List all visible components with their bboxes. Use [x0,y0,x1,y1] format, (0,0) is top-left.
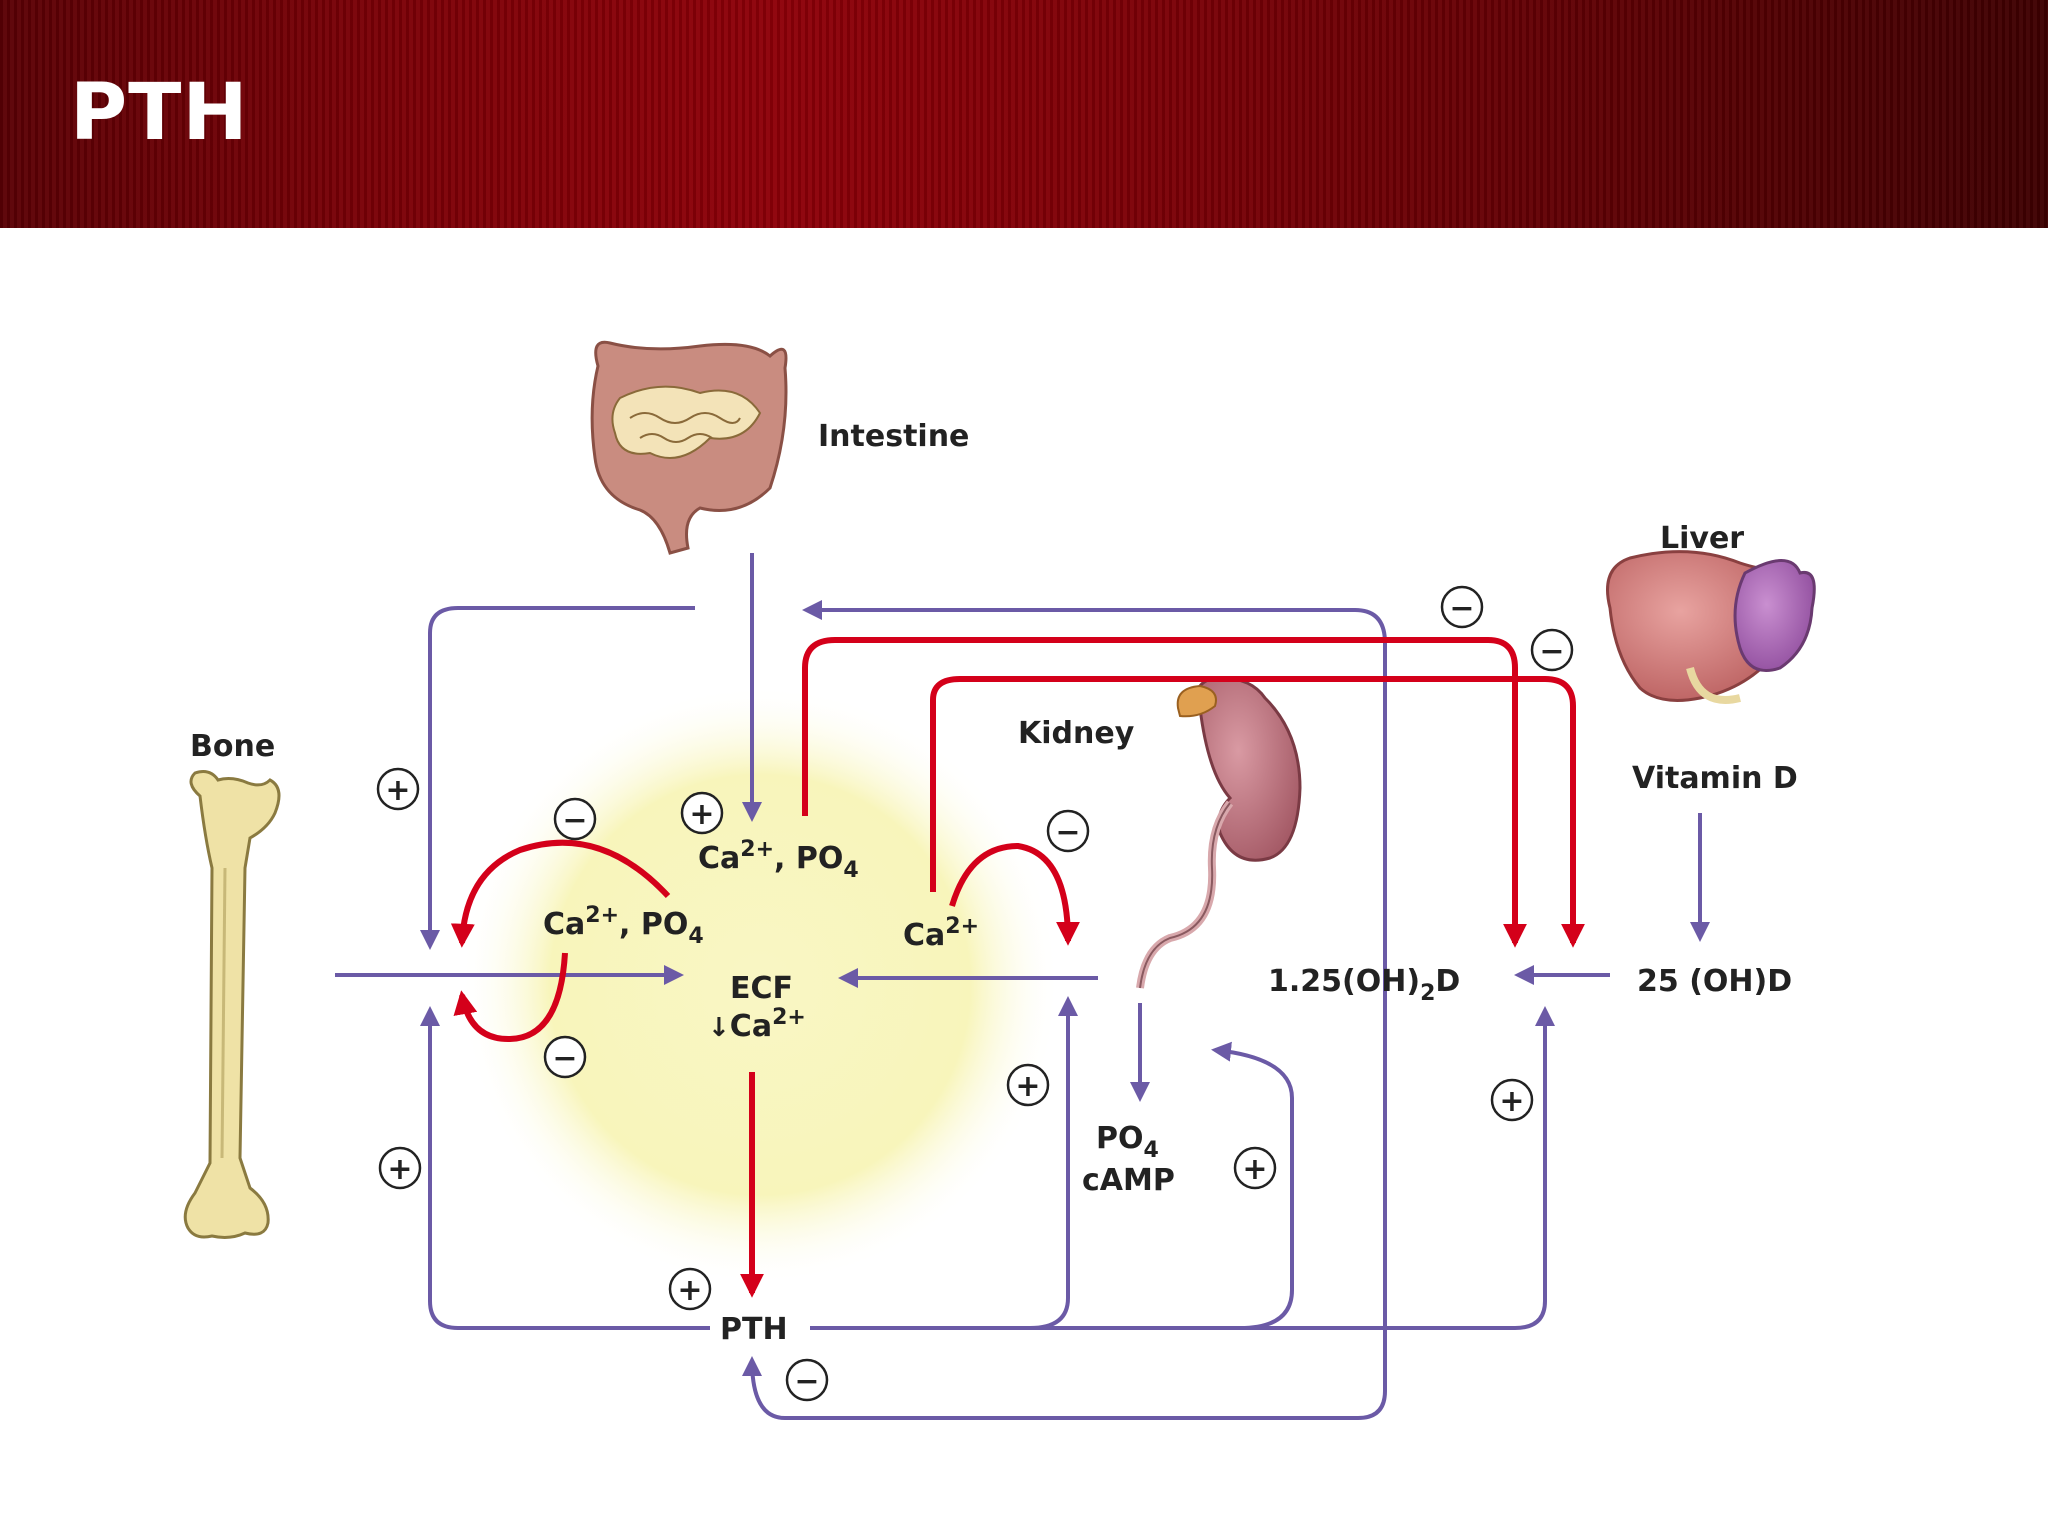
ecf-glow [460,685,1060,1285]
minus-sign: − [1440,585,1484,629]
plus-sign: + [668,1267,712,1311]
ca-kidney-label: Ca2+ [903,914,979,953]
svg-text:−: − [1055,815,1080,850]
plus-sign: + [1006,1063,1050,1107]
pth-node-label: PTH [720,1312,788,1347]
plus-sign: + [1233,1146,1277,1190]
po4-label: PO4 [1096,1121,1159,1163]
svg-text:+: + [1015,1069,1040,1104]
hydroxy-d-25-label: 25 (OH)D [1637,964,1792,999]
svg-text:+: + [689,797,714,832]
inhibition-arrows [450,637,1585,1298]
kidney-illustration [1136,676,1302,989]
liver-label: Liver [1660,521,1744,556]
stimulation-arrows [335,553,1710,1420]
svg-text:+: + [677,1273,702,1308]
plus-sign: + [680,791,724,835]
ca-po4-bone-label: Ca2+, PO4 [543,903,704,949]
bone-label: Bone [190,729,275,764]
bone-illustration [183,770,281,1239]
ca-po4-top-label: Ca2+, PO4 [698,837,859,883]
plus-sign: + [376,767,420,811]
minus-sign: − [1530,628,1574,672]
calcium-regulation-diagram: Intestine Liver Bone Kidney Vitamin D 25… [183,340,1816,1420]
svg-text:+: + [1499,1084,1524,1119]
minus-sign: − [543,1035,587,1079]
kidney-label: Kidney [1018,716,1135,751]
liver-illustration [1606,550,1816,704]
plus-sign: + [1490,1078,1534,1122]
minus-sign: − [785,1358,829,1402]
svg-text:+: + [387,1152,412,1187]
svg-text:−: − [1449,591,1474,626]
dihydroxy-d-label: 1.25(OH)2D [1268,964,1460,1006]
ecf-ca-label: ↓Ca2+ [708,1005,806,1044]
slide-title: PTH [70,68,249,158]
vitamin-d-label: Vitamin D [1632,761,1798,796]
svg-text:−: − [552,1041,577,1076]
minus-sign: − [1046,809,1090,853]
ecf-label: ECF [730,971,793,1006]
svg-text:+: + [1242,1152,1267,1187]
svg-text:−: − [1539,634,1564,669]
svg-text:+: + [385,773,410,808]
slide-header: PTH [0,0,2048,228]
svg-text:−: − [562,803,587,838]
plus-sign: + [378,1146,422,1190]
intestine-label: Intestine [818,419,969,454]
intestine-illustration [590,340,788,555]
minus-sign: − [553,797,597,841]
svg-text:−: − [794,1364,819,1399]
camp-label: cAMP [1082,1163,1175,1198]
